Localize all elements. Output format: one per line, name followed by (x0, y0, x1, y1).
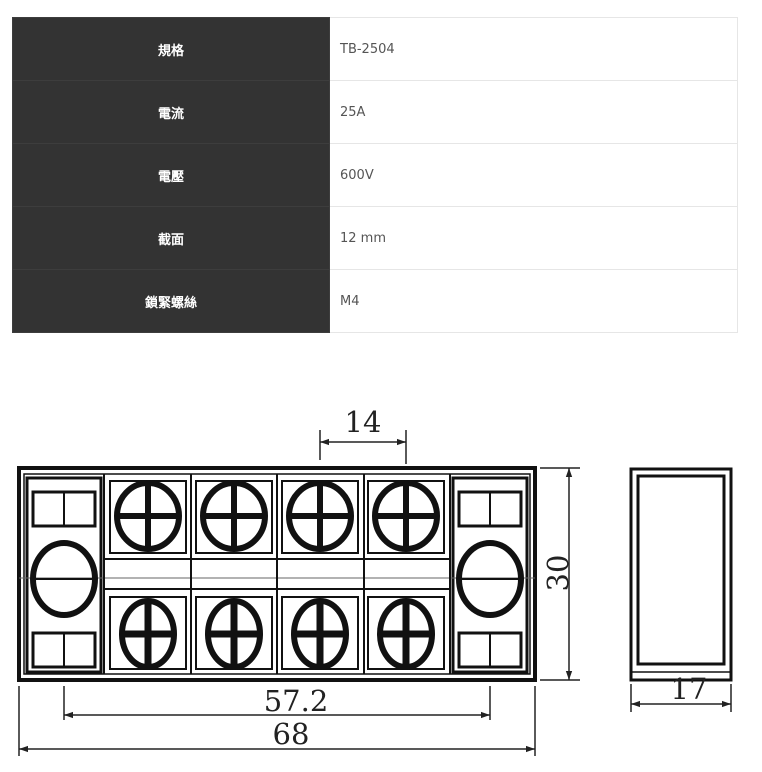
spec-label: 鎖緊螺絲 (12, 269, 330, 333)
spec-row: 電流 25A (12, 80, 738, 144)
spec-row: 截面 12 mm (12, 206, 738, 270)
spec-label: 截面 (12, 206, 330, 270)
spec-value: 600V (329, 143, 738, 207)
front-view (17, 466, 537, 682)
spec-value: 25A (329, 80, 738, 144)
dim-height-label: 30 (541, 555, 575, 592)
terminal-block-drawing: 14 30 57.2 68 17 (17, 405, 733, 756)
spec-table: 規格 TB-2504 電流 25A 電壓 600V 截面 12 mm 鎖緊螺絲 … (12, 17, 738, 333)
spec-row: 電壓 600V (12, 143, 738, 207)
spec-label: 規格 (12, 17, 330, 81)
dim-depth-label: 17 (671, 672, 708, 706)
side-view (629, 467, 733, 682)
left-end-mount (30, 490, 98, 669)
bottom-screws (109, 596, 445, 670)
spec-row: 規格 TB-2504 (12, 17, 738, 81)
top-screws (109, 480, 445, 554)
spec-label: 電流 (12, 80, 330, 144)
dim-pitch-label: 14 (345, 405, 382, 439)
dimension-lines (18, 430, 732, 756)
spec-label: 電壓 (12, 143, 330, 207)
spec-row: 鎖緊螺絲 M4 (12, 269, 738, 333)
dim-length-label: 68 (273, 717, 310, 751)
dim-mount-label: 57.2 (264, 684, 329, 718)
right-end-mount (456, 490, 524, 669)
spec-value: 12 mm (329, 206, 738, 270)
spec-value: TB-2504 (329, 17, 738, 81)
spec-value: M4 (329, 269, 738, 333)
